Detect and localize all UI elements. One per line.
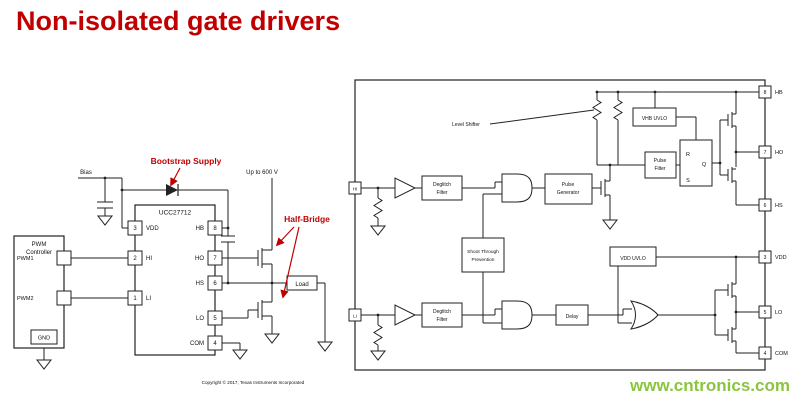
pwm1-label: PWM1 bbox=[17, 256, 34, 262]
pin-name: HO bbox=[775, 150, 784, 156]
pin-name: COM bbox=[775, 351, 788, 357]
pulse-generator-block: Pulse bbox=[562, 182, 575, 188]
pin-number: 8 bbox=[764, 90, 767, 96]
ground-icon bbox=[316, 341, 334, 352]
deglitch-filter-block: Deglitch bbox=[433, 309, 451, 315]
deglitch-filter-block: Filter bbox=[436, 190, 447, 196]
delay-block: Delay bbox=[566, 314, 579, 320]
or-gate-icon bbox=[629, 300, 659, 330]
pin-name: HS bbox=[775, 203, 783, 209]
pulse-filter-block: Pulse bbox=[654, 158, 667, 164]
ground-icon bbox=[35, 359, 53, 370]
latch-r-input: R bbox=[686, 152, 690, 158]
chip-name: UCC27712 bbox=[159, 210, 192, 217]
pin-name: HB bbox=[775, 90, 783, 96]
pin-number: 4 bbox=[764, 351, 767, 357]
load-block: Load bbox=[286, 275, 318, 291]
ground-symbols bbox=[35, 215, 334, 370]
ground-icon bbox=[369, 225, 387, 236]
shoot-through-block: Prevention bbox=[472, 257, 495, 263]
pin-name: LO bbox=[775, 310, 783, 316]
deglitch-filter-block: Filter bbox=[436, 317, 447, 323]
bootstrap-supply-callout: Bootstrap Supply bbox=[151, 156, 222, 166]
pin-name: HS bbox=[196, 281, 204, 287]
watermark: www.cntronics.com bbox=[630, 376, 790, 395]
input-buffer-icon bbox=[394, 177, 417, 199]
level-shifter-label: Level Shifter bbox=[452, 122, 480, 128]
junction-dots bbox=[103, 176, 274, 285]
callout-arrow bbox=[280, 226, 300, 299]
pin-number: 3 bbox=[764, 255, 767, 261]
pin-number: 8 bbox=[213, 226, 217, 232]
pin-number: 3 bbox=[133, 226, 137, 232]
pin-number: 7 bbox=[764, 150, 767, 156]
and-gate-icon bbox=[501, 300, 533, 330]
pin-number: 6 bbox=[764, 203, 767, 209]
deglitch-filter-block: Deglitch bbox=[433, 182, 451, 188]
callout-arrow bbox=[170, 167, 181, 187]
ground-icon bbox=[231, 349, 249, 360]
pin-name: VDD bbox=[146, 226, 159, 232]
pin-name: VDD bbox=[775, 255, 787, 261]
ground-icon bbox=[601, 219, 619, 230]
wiring bbox=[43, 177, 326, 360]
pin-name: LI bbox=[146, 296, 151, 302]
load-label: Load bbox=[295, 282, 308, 288]
pwm-controller-title: PWM bbox=[32, 242, 47, 248]
ic-pins: HI LI 8 HB 7 HO 6 HS 3 VDD 5 LO 4 COM bbox=[348, 85, 788, 360]
half-bridge-callout: Half-Bridge bbox=[284, 214, 330, 224]
latch-s-input: S bbox=[686, 178, 690, 184]
pin-number: 6 bbox=[213, 281, 217, 287]
callout-arrow bbox=[275, 226, 295, 247]
ground-icon bbox=[96, 215, 114, 226]
pwm2-label: PWM2 bbox=[17, 296, 34, 302]
ucc27712-chip: UCC27712 3 2 1 8 7 6 5 4 bbox=[127, 204, 223, 356]
pwm-controller-title: Controller bbox=[26, 250, 52, 256]
functional-block-diagram: Deglitch Filter Deglitch Filter Shoot Th… bbox=[348, 79, 788, 371]
bias-label: Bias bbox=[80, 170, 92, 176]
logic-gates bbox=[394, 173, 659, 330]
blocks: Deglitch Filter Deglitch Filter Shoot Th… bbox=[421, 107, 713, 328]
pin-number: 7 bbox=[213, 256, 217, 262]
hv-rail-label: Up to 600 V bbox=[246, 170, 278, 176]
pin-name: HI bbox=[146, 256, 152, 262]
pin-name: HB bbox=[196, 226, 204, 232]
junction-dots bbox=[376, 90, 738, 317]
pwm-controller: PWM Controller PWM1 PWM2 GND bbox=[13, 235, 72, 349]
vhb-uvlo-block: VHB UVLO bbox=[642, 116, 667, 122]
pin-number: 5 bbox=[764, 310, 767, 316]
pin-number: 1 bbox=[133, 296, 137, 302]
ground-icon bbox=[369, 350, 387, 361]
pin-name: LO bbox=[196, 316, 204, 322]
and-gate-icon bbox=[501, 173, 533, 203]
pulse-filter-block: Filter bbox=[654, 166, 665, 172]
ground-icon bbox=[263, 333, 281, 344]
pin-name: HI bbox=[353, 187, 358, 192]
latch-q-output: Q bbox=[702, 162, 707, 168]
pin-number: 2 bbox=[133, 256, 137, 262]
page-title: Non-isolated gate drivers bbox=[16, 6, 341, 36]
vdd-uvlo-block: VDD UVLO bbox=[620, 256, 646, 262]
copyright-note: Copyright © 2017, Texas Instruments Inco… bbox=[202, 379, 305, 385]
pin-number: 4 bbox=[213, 341, 217, 347]
ic-outline bbox=[354, 79, 766, 371]
pin-name: COM bbox=[190, 341, 204, 347]
application-circuit-diagram: UCC27712 3 2 1 8 7 6 5 4 bbox=[13, 156, 334, 385]
pin-name: LI bbox=[353, 314, 357, 319]
shoot-through-block: Shoot Through bbox=[467, 249, 499, 255]
input-buffer-icon bbox=[394, 304, 417, 326]
pulse-generator-block: Generator bbox=[557, 190, 580, 196]
pin-number: 5 bbox=[213, 316, 217, 322]
pin-name: HO bbox=[195, 256, 204, 262]
gnd-label: GND bbox=[38, 336, 50, 342]
bootstrap-diode bbox=[166, 184, 179, 196]
ground-symbols bbox=[369, 219, 619, 361]
